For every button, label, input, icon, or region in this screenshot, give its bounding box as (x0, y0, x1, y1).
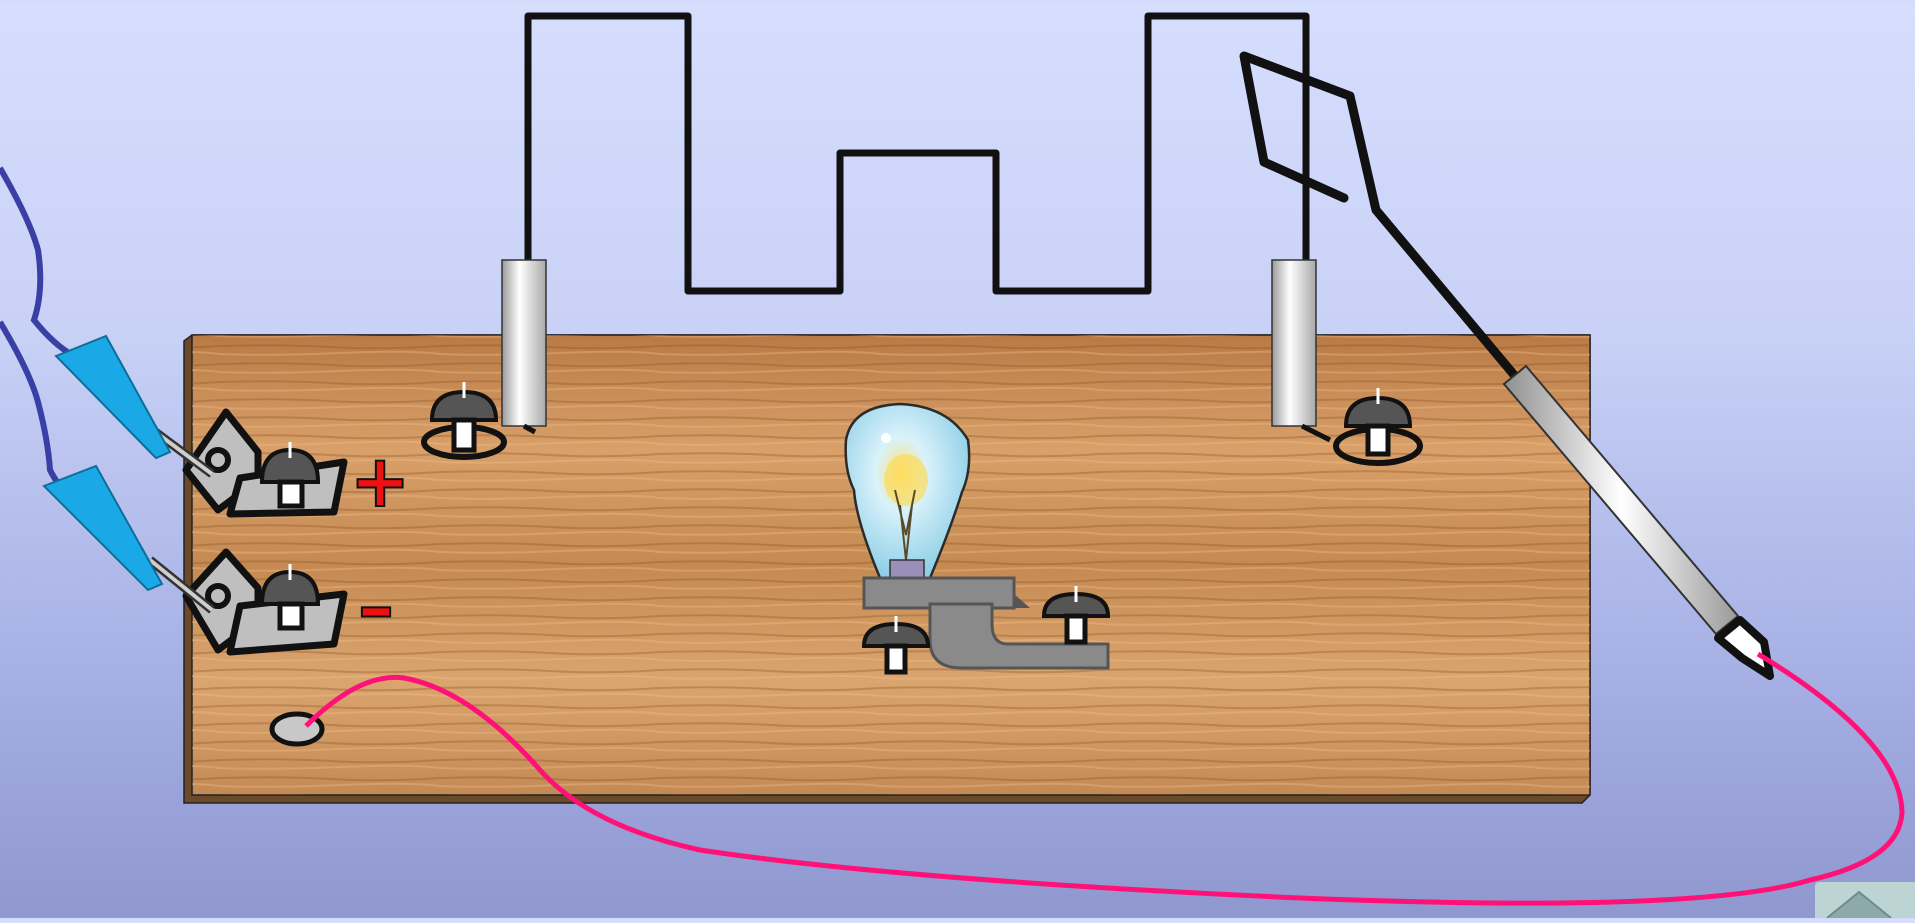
right-post (1271, 259, 1332, 443)
plus-sign: + (350, 439, 410, 523)
negative-terminal[interactable] (182, 548, 348, 656)
supply-wire-negative (0, 320, 63, 488)
screw-terminal[interactable] (421, 382, 507, 460)
supply-wire-positive (0, 166, 76, 359)
home-button[interactable] (1815, 882, 1915, 919)
probe-wire (304, 651, 1905, 906)
home-icon (1826, 890, 1892, 919)
resistance-wire (524, 12, 1310, 295)
minus-sign: – (358, 565, 394, 649)
positive-terminal[interactable] (182, 408, 348, 518)
screw-terminal[interactable] (861, 616, 931, 675)
bulb-holder (862, 576, 1110, 670)
left-post (501, 259, 547, 435)
clip-positive[interactable] (54, 334, 215, 478)
sliding-contact-probe[interactable] (1020, 51, 1774, 680)
clip-negative[interactable] (42, 464, 215, 614)
screw-terminal[interactable] (1333, 388, 1423, 466)
light-bulb (844, 402, 971, 585)
screw-terminal[interactable] (1041, 586, 1111, 645)
